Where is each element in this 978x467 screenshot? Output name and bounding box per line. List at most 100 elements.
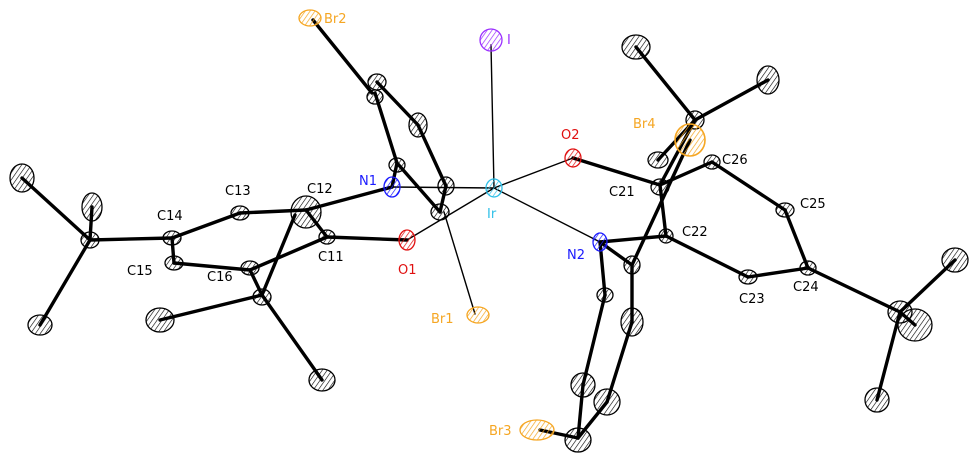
atom-o2 [564,148,582,168]
label-c11: C11 [318,250,344,265]
bond-ring-a6 [395,161,442,214]
atom-c [621,34,651,60]
atom-c14 [162,230,182,246]
bond-ring-b1 [581,293,607,387]
atom-c21 [650,178,670,196]
label-n2: N2 [567,248,585,263]
atom-br3 [519,419,555,441]
label-br2: Br2 [324,12,347,27]
bond-c14-tbu [88,236,174,242]
label-i: I [507,33,511,48]
bond-tbu13 [875,310,902,402]
label-c13: C13 [225,184,251,199]
atom-i [479,28,503,52]
atom-c [367,73,387,91]
atom-c [564,427,592,453]
bond-ir-o2 [493,157,574,189]
label-c22: C22 [682,225,708,240]
bond-c26-c25 [710,160,787,212]
atom-c16 [240,260,260,276]
bond-o2-c21 [571,156,662,187]
label-c26: C26 [722,153,748,168]
bond-tbu6 [260,293,324,382]
atom-c22 [658,228,674,244]
atom-c [864,387,890,413]
label-c21: C21 [609,185,635,200]
atom-c12 [290,195,322,229]
bond-tbu7 [634,45,697,122]
label-br3: Br3 [489,424,512,439]
atom-c11 [318,229,336,245]
bond-c25-c24 [783,208,810,270]
atom-c [252,288,272,306]
label-c23: C23 [739,292,765,307]
atom-c [620,307,644,337]
bond-c13-c14 [170,211,242,240]
bond-c24-c23 [746,266,810,279]
atom-c [570,372,596,398]
bond-br2-c [311,18,374,95]
atom-c [81,192,103,222]
atom-c [647,151,669,169]
atom-c [80,231,100,249]
atom-c13 [230,205,250,221]
atoms [9,9,969,453]
atom-ir [485,178,503,198]
bond-c24-tbu [806,266,902,314]
bond-tbu4 [260,213,297,297]
atom-c26 [703,154,721,170]
bond-ir-br1 [443,211,476,315]
atom-c [941,247,969,273]
bond-tbu3 [38,238,92,327]
bond-ir-i [490,44,495,189]
label-c24: C24 [793,280,819,295]
atom-labels: Br2 I Br4 O2 C26 N1 C13 C12 Ir C21 C25 C… [127,12,826,439]
bond-ir-o1 [406,187,495,241]
bond-tbu5 [158,293,264,322]
atom-c [623,255,641,275]
atom-c [9,163,35,193]
atom-c [596,287,614,303]
label-n1: N1 [359,174,377,189]
label-c25: C25 [800,197,826,212]
bond-c15-c16 [172,261,252,272]
label-c16: C16 [207,270,233,285]
label-br1: Br1 [431,312,454,327]
bond-tbu8 [693,78,770,122]
label-ir: Ir [487,207,497,222]
label-o1: O1 [398,263,417,278]
label-c14: C14 [157,209,183,224]
label-c12: C12 [307,182,333,197]
bond-c22-n2 [598,234,668,244]
atom-c [145,307,175,333]
atom-o1 [398,229,416,251]
atom-c [308,368,336,392]
label-c15: C15 [127,264,153,279]
atom-br4 [674,123,706,157]
atom-c [756,65,780,95]
bond-tbu1 [20,176,92,242]
atom-c [27,314,53,336]
label-br4: Br4 [633,117,656,132]
atom-c24 [799,260,817,276]
atom-c [437,176,455,196]
atom-n2 [592,232,608,252]
bonds [20,18,957,440]
atom-c [388,157,406,173]
bond-br4-c [630,138,692,267]
atom-c [366,89,384,105]
label-o2: O2 [561,128,580,143]
atom-br1 [466,306,490,324]
atom-c15 [164,255,184,271]
atom-br2 [298,9,322,27]
atom-c [897,308,933,342]
atom-c23 [738,269,758,285]
atom-c [593,388,621,416]
atom-c [430,203,450,221]
atom-c25 [775,202,795,218]
atom-c [408,112,428,138]
bond-ir-n2 [493,187,601,243]
bond-ring-a1 [373,91,399,165]
